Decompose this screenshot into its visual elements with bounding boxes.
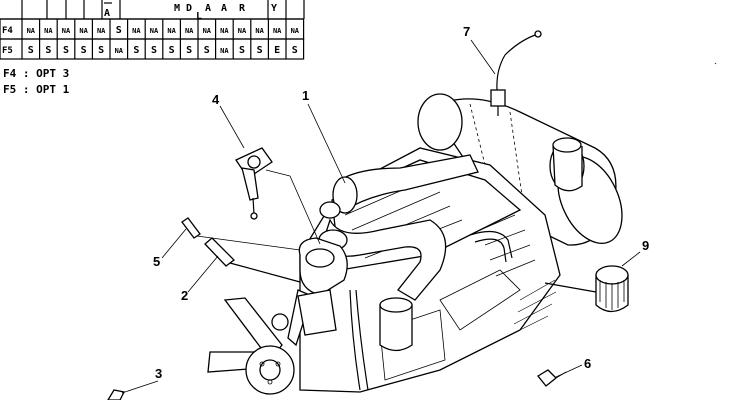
table-cell: NA [44,27,53,35]
table-row [0,38,305,60]
muffler [417,93,623,246]
callout-9: 9 [642,238,649,253]
table-cell: NA [115,47,124,55]
table-cell: NA [132,27,141,35]
table-cell: NA [167,27,176,35]
table-cell: S [133,45,139,56]
table-cell: S [28,45,34,56]
table-cell: S [186,45,192,56]
table-cell: S [239,45,245,56]
table-cell: NA [238,27,247,35]
header-char: Y [271,3,277,14]
table-cell: NA [255,27,264,35]
table-header-grid [0,0,305,20]
table-cell: S [169,45,175,56]
callout-3: 3 [155,366,162,381]
table-cell: S [45,45,51,56]
option-f4-text: F4 : OPT 3 [3,67,69,80]
header-char: L [196,11,202,22]
table-cell: NA [150,27,159,35]
table-cell: S [63,45,69,56]
table-cell: S [292,45,298,56]
table-cell: NA [97,27,106,35]
table-cell: NA [79,27,88,35]
stray-mark [714,62,717,65]
row-label: F5 [2,46,13,56]
callout-5: 5 [153,254,160,269]
part-3-bracket [107,389,125,400]
header-char: A [205,3,211,14]
callouts: 1 2 3 4 5 6 7 9 [121,24,649,394]
row-label: F4 [2,26,13,36]
part-7-cable-sender [490,30,542,116]
table-cell: S [257,45,263,56]
callout-2: 2 [181,288,188,303]
part-9-filter [544,265,629,313]
table-cell: NA [291,27,300,35]
table-cell: S [81,45,87,56]
header-char: A [221,3,227,14]
option-f5-text: F5 : OPT 1 [3,83,70,96]
table-cell: NA [27,27,36,35]
part-6-plug [537,369,567,387]
table-cell: S [116,25,122,36]
cooling-fan [207,289,313,395]
part-4-sensor [235,147,321,245]
table-cell: E [274,45,280,56]
part-2-sensor [204,237,301,283]
header-char: M [174,3,180,14]
callout-1: 1 [302,88,309,103]
callout-6: 6 [584,356,591,371]
table-cell: NA [185,27,194,35]
part-5-temp-sender [181,217,301,251]
engine-assembly [207,93,623,395]
table-cell: NA [62,27,71,35]
header-char: R [239,3,246,14]
callout-4: 4 [212,92,220,107]
header-char: D [186,3,192,14]
table-cell: NA [203,27,212,35]
table-cell: NA [220,27,229,35]
table-cell: S [151,45,157,56]
table-cell: S [204,45,210,56]
table-cell: S [98,45,104,56]
front-pump [271,237,348,336]
header-char: A [104,8,110,19]
table-cell: NA [220,47,229,55]
table-cell: NA [273,27,282,35]
oil-filter [379,297,413,352]
callout-7: 7 [463,24,470,39]
